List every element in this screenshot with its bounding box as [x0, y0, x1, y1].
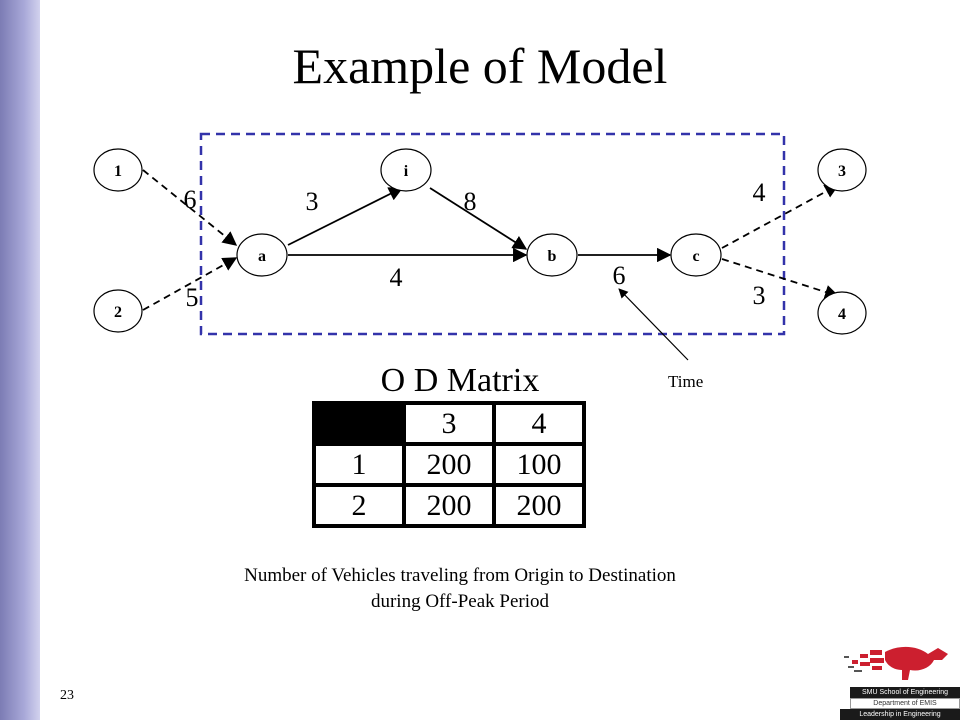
weight-c-3: 4 [753, 178, 766, 207]
logo-line-2: Department of EMIS [850, 698, 960, 709]
edge-i-b [429, 187, 528, 250]
node-1-label: 1 [114, 163, 122, 180]
node-b-label: b [548, 248, 557, 265]
table-cell: 200 [492, 483, 586, 528]
table-row-header: 2 [312, 483, 406, 528]
node-4-label: 4 [838, 306, 846, 323]
logo-text-block: SMU School of Engineering Department of … [840, 687, 960, 720]
network-boundary [199, 132, 786, 336]
table-cell: 100 [492, 442, 586, 487]
slide-title: Example of Model [292, 38, 668, 94]
logo-line-1: SMU School of Engineering [850, 687, 960, 698]
node-2: 2 [93, 289, 143, 333]
table-cell: 200 [402, 442, 496, 487]
node-2-label: 2 [114, 304, 122, 321]
logo-line-3: Leadership in Engineering [840, 709, 960, 720]
edge-1-a [142, 169, 238, 246]
smu-logo: SMU School of Engineering Department of … [830, 640, 960, 720]
weight-a-b: 4 [390, 263, 403, 292]
weight-b-c: 6 [613, 261, 626, 290]
node-a-label: a [258, 248, 266, 265]
node-1: 1 [93, 148, 143, 192]
time-annotation: Time [668, 372, 704, 391]
table-corner-cell [312, 401, 406, 446]
node-a: a [236, 233, 288, 277]
page-number: 23 [60, 688, 74, 703]
weight-1-a: 6 [184, 185, 197, 214]
caption-line-1: Number of Vehicles traveling from Origin… [244, 565, 676, 586]
table-header-cell: 4 [492, 401, 586, 446]
node-i-label: i [404, 163, 409, 180]
table-row-header: 1 [312, 442, 406, 487]
matrix-caption: Number of Vehicles traveling from Origin… [160, 563, 760, 615]
node-3-label: 3 [838, 163, 846, 180]
time-pointer-arrow [618, 288, 689, 361]
node-i: i [380, 148, 432, 192]
mustang-logo-icon [844, 646, 948, 680]
weight-c-4: 3 [753, 281, 766, 310]
node-c: c [670, 233, 722, 277]
node-b: b [526, 233, 578, 277]
node-4: 4 [817, 291, 867, 335]
edge-c-3 [721, 184, 840, 249]
table-row: 1 200 100 [312, 442, 586, 487]
weight-a-i: 3 [306, 187, 319, 216]
od-matrix-table: 3 4 1 200 100 2 200 200 [312, 401, 586, 528]
node-3: 3 [817, 148, 867, 192]
table-cell: 200 [402, 483, 496, 528]
od-matrix-title: O D Matrix [380, 362, 540, 399]
weight-i-b: 8 [464, 187, 477, 216]
table-header-cell: 3 [402, 401, 496, 446]
edge-c-4 [721, 258, 840, 299]
weight-2-a: 5 [186, 283, 199, 312]
edge-2-a [142, 257, 238, 311]
side-accent-bar [0, 0, 40, 720]
table-header-row: 3 4 [312, 401, 586, 446]
node-c-label: c [692, 248, 699, 265]
edge-a-i [287, 187, 404, 246]
table-row: 2 200 200 [312, 483, 586, 528]
caption-line-2: during Off-Peak Period [370, 591, 549, 612]
